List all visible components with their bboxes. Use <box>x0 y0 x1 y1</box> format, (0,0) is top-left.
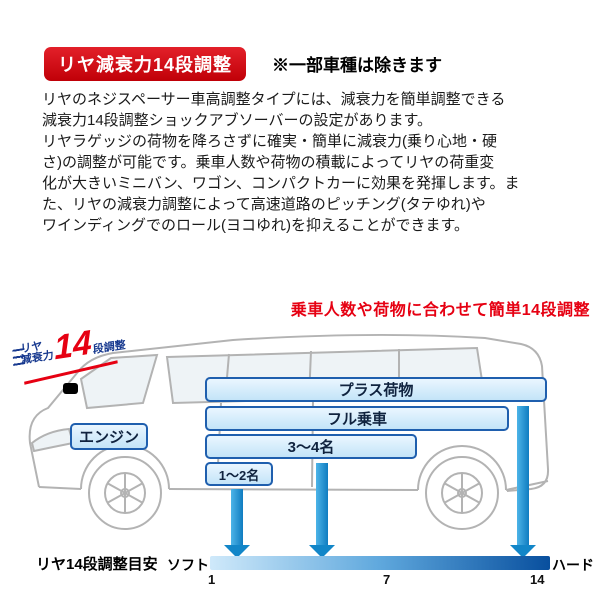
scale-hard-label: ハード <box>552 557 594 573</box>
scale-title: リヤ14段調整目安 <box>36 556 158 573</box>
body-text-line: リヤのネジスペーサー車高調整タイプには、減衰力を簡単調整できる <box>42 91 506 108</box>
bar-full-occupancy: フル乗車 <box>205 406 509 431</box>
bar-3-4-persons: 3〜4名 <box>205 434 417 459</box>
logo-number: 14 <box>53 323 93 368</box>
section-title-badge: リヤ減衰力14段調整 <box>44 47 247 81</box>
bar-1-2-persons: 1〜2名 <box>205 462 273 486</box>
body-text-line: た、リヤの減衰力調整によって高速道路のピッチング(タテゆれ)や <box>42 196 486 213</box>
body-text-line: さ)の調整が可能です。乗車人数や荷物の積載によってリヤの荷重変 <box>42 154 495 171</box>
bar-plus-luggage: プラス荷物 <box>205 377 547 402</box>
arrow-down-soft-icon <box>224 489 250 558</box>
engine-label: エンジン <box>70 423 148 450</box>
body-text-line: 化が大きいミニバン、ワゴン、コンパクトカーに効果を発揮します。ま <box>42 175 520 192</box>
section-title-note: ※一部車種は除きます <box>272 56 442 75</box>
body-text-line: 減衰力14段調整ショックアブソーバーの設定があります。 <box>42 112 433 129</box>
speed-lines-icon <box>12 347 26 368</box>
description-paragraph: リヤのネジスペーサー車高調整タイプには、減衰力を簡単調整できる 減衰力14段調整… <box>42 89 572 236</box>
arrow-down-hard-icon <box>510 406 536 558</box>
scale-tick-1: 1 <box>208 572 216 587</box>
scale-soft-label: ソフト <box>167 557 209 573</box>
arrow-down-mid-icon <box>309 463 335 558</box>
scale-tick-14: 14 <box>530 572 545 587</box>
adjustment-scale-bar <box>210 556 550 570</box>
diagram-caption: 乗車人数や荷物に合わせて簡単14段調整 <box>290 302 590 319</box>
body-text-line: リヤラゲッジの荷物を降ろさずに確実・簡単に減衰力(乗り心地・硬 <box>42 133 497 150</box>
body-text-line: ワインディングでのロール(ヨコゆれ)を抑えることができます。 <box>42 217 469 234</box>
scale-tick-7: 7 <box>383 572 391 587</box>
logo-suffix: 段調整 <box>92 339 126 357</box>
logo-text-small: リヤ 減衰力 <box>20 339 54 367</box>
